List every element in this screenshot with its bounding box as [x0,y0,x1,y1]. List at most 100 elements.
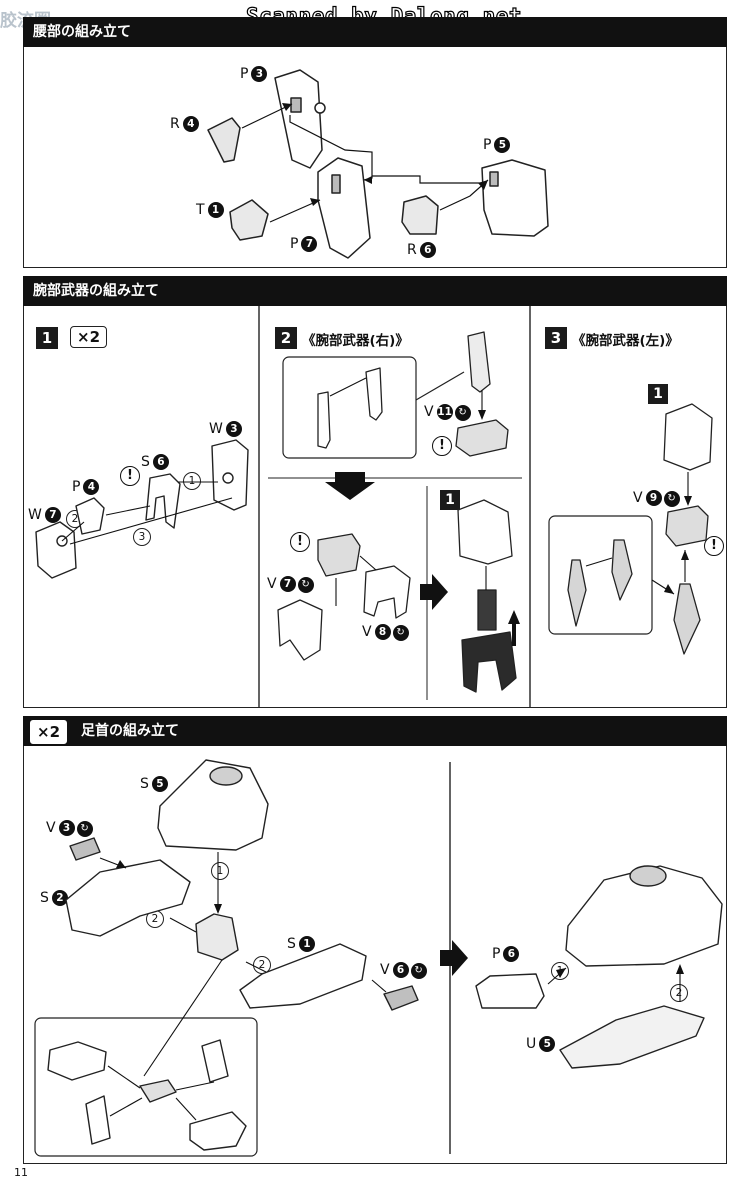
part-w3-hole [222,472,234,484]
part-v-assembled-shape [467,331,491,393]
part-w7-shape [35,521,77,579]
part-s5-shape [157,759,269,851]
part-v1-shape [317,391,331,449]
step1-order-3: 3 [133,528,151,546]
part-t1-shape [229,199,269,241]
rotate-arrow-icon: ↻ [410,963,427,979]
weapon-claw-shape [461,631,517,693]
part-v7-shape [317,533,361,577]
next-step-arrow-down [325,472,375,500]
part-u6-shape [139,1079,177,1103]
part-u2-shape [201,1039,229,1083]
part-s2-shape [65,859,191,937]
rotate-arrow-icon: ↻ [663,491,680,507]
step-3-number: 3 [545,327,567,349]
result-arrow-right [440,940,468,976]
step-1-number: 1 [36,327,58,349]
waist-assembly-header: 腰部の組み立て [23,17,727,47]
arm-weapon-title: 腕部武器の組み立て [33,283,159,299]
subassembly-inset-box [282,356,417,459]
ankle-quantity: ×2 [30,720,68,744]
rotate-arrow-icon: ↻ [454,405,471,421]
caution-icon: ! [290,532,310,552]
part-v9-shape [665,505,709,547]
page-number: 11 [14,1166,28,1179]
next-step-arrow-right [420,574,448,610]
part-p5-slot [489,171,499,187]
step1-order-1: 1 [183,472,201,490]
part-p3-peg [314,102,326,114]
part-v11-shape [455,419,509,457]
part-r6-shape [401,195,439,235]
part-u1-shape [85,1095,111,1145]
part-v4-shape [365,367,383,421]
waist-assembly-title: 腰部の組み立て [33,24,131,40]
step-2-number: 2 [275,327,297,349]
rotate-arrow-icon: ↻ [392,625,409,641]
caution-icon: ! [120,466,140,486]
part-v3-shape [69,837,101,861]
part-p6-shape [475,973,545,1009]
step-3-title: 《腕部武器(左)》 [572,333,679,349]
rotate-arrow-icon: ↻ [297,577,314,593]
step-2-title: 《腕部武器(右)》 [302,333,409,349]
part-p4-shape [75,497,105,535]
joint-block-shape [195,913,239,961]
drill-assembled-shape [673,583,701,655]
weapon-block-left-shape [663,403,713,471]
part-p7-shape [317,157,371,259]
part-u5-shape [559,1005,705,1069]
arm-weapon-header: 腕部武器の組み立て [23,276,727,306]
part-s1-shape [239,943,367,1009]
caution-icon: ! [704,536,724,556]
arm-weapon-panel [23,276,727,708]
part-v7-clip [277,599,323,661]
assembled-ankle-socket [629,865,667,887]
ankle-assembly-title: 足首の組み立て [81,723,179,739]
part-u8-shape [189,1111,247,1151]
ankle-order-1-a: 1 [211,862,229,880]
part-p7-slot [331,174,341,194]
push-up-arrow [508,610,520,646]
part-s5-socket [209,766,243,786]
part-v5-drill [567,559,587,627]
substep-1-marker: 1 [648,384,668,404]
substep-1-marker: 1 [440,490,460,510]
caution-icon: ! [432,436,452,456]
weapon-barrel-shape [477,589,497,631]
waist-assembly-panel [23,17,727,268]
part-s6-shape [145,473,181,529]
part-p3-shape [274,69,323,169]
part-u7-shape [47,1041,107,1081]
ankle-order-2-c: 2 [670,984,688,1002]
rotate-arrow-icon: ↻ [76,821,93,837]
part-v2-drill [611,539,633,601]
part-v8-shape [363,565,411,619]
ankle-assembly-header: 足首の組み立て [23,716,727,746]
part-r4-shape [207,117,241,163]
